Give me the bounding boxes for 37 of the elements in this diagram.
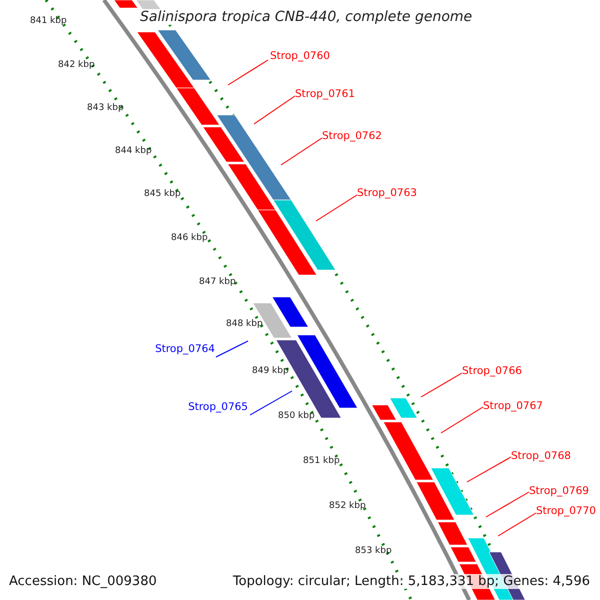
leader-line: [254, 96, 296, 124]
scale-label: 843 kbp: [87, 103, 124, 113]
scale-label: 846 kbp: [171, 233, 208, 243]
scale-label: 844 kbp: [115, 146, 152, 156]
leader-line: [486, 492, 530, 518]
scale-label: 850 kbp: [278, 411, 315, 421]
leader-line: [216, 340, 248, 358]
gene-label: Strop_0765: [188, 401, 248, 413]
gene-label: Strop_0769: [529, 485, 589, 497]
scale-label: 851 kbp: [303, 456, 340, 466]
genome-summary-text: Topology: circular; Length: 5,183,331 bp; Genes: 4,596: [232, 574, 590, 589]
gene-label: Strop_0766: [462, 365, 522, 377]
gene-label: Strop_0760: [270, 50, 330, 62]
leader-line: [420, 372, 462, 398]
leader-line: [228, 60, 268, 86]
gene-label: Strop_0761: [295, 88, 355, 100]
leader-line: [316, 194, 358, 222]
gene-label: Strop_0764: [155, 343, 215, 355]
accession-text: Accession: NC_009380: [9, 574, 157, 589]
scale-label: 841 kbp: [30, 16, 67, 26]
scale-label: 849 kbp: [252, 366, 289, 376]
gene-label: Strop_0762: [322, 130, 382, 142]
scale-label: 842 kbp: [58, 60, 95, 70]
scale-label: 847 kbp: [199, 277, 236, 287]
gene-label: Strop_0768: [511, 450, 571, 462]
leader-line: [250, 390, 292, 416]
gene-label: Strop_0763: [357, 187, 417, 199]
scale-label: 848 kbp: [226, 319, 263, 329]
scale-label: 852 kbp: [329, 501, 366, 511]
scale-label: 853 kbp: [355, 546, 392, 556]
scale-label: 845 kbp: [144, 189, 181, 199]
gene-label: Strop_0767: [483, 400, 543, 412]
leader-line: [466, 456, 512, 482]
leader-line: [440, 406, 484, 434]
gene-label: Strop_0770: [536, 505, 596, 517]
leader-line: [498, 512, 536, 536]
leader-line: [280, 138, 322, 166]
